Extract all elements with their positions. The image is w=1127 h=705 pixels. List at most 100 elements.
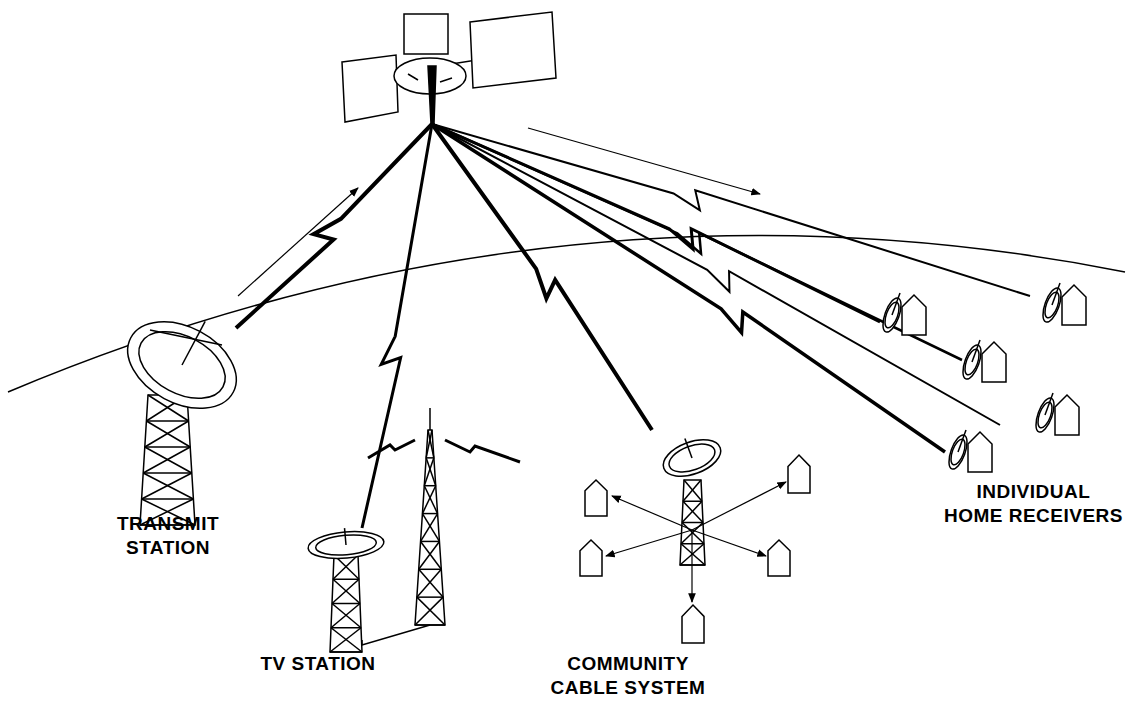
house bbox=[585, 480, 607, 516]
drawing-stroke bbox=[146, 421, 190, 447]
drawing-stroke bbox=[333, 579, 359, 581]
drawing-stroke bbox=[345, 528, 346, 545]
drawing-stroke bbox=[422, 486, 435, 514]
tv-link bbox=[362, 625, 430, 645]
drawing-stroke bbox=[415, 430, 445, 625]
drawing-stroke bbox=[684, 480, 702, 501]
feed-arm bbox=[150, 330, 222, 345]
drawing-stroke bbox=[1045, 393, 1053, 415]
broadcast-bolt bbox=[368, 440, 415, 458]
signal-beam bbox=[432, 124, 945, 452]
drawing-stroke bbox=[424, 485, 435, 487]
signal-beam bbox=[432, 124, 1030, 296]
cable-line bbox=[692, 530, 766, 556]
signal-beam bbox=[432, 124, 1000, 425]
drawing-stroke bbox=[333, 579, 360, 603]
drawing-stroke bbox=[683, 501, 703, 522]
drawing-stroke bbox=[145, 421, 189, 447]
cable-line bbox=[691, 530, 692, 602]
drawing-stroke bbox=[421, 541, 440, 543]
lattice-tower bbox=[330, 555, 362, 652]
drawing-stroke bbox=[419, 541, 440, 569]
downlink-arrow bbox=[528, 128, 760, 194]
drawing-stroke bbox=[419, 569, 442, 571]
home-dish bbox=[959, 338, 986, 382]
drawing-stroke bbox=[331, 628, 362, 652]
drawing-stroke bbox=[330, 555, 362, 652]
station-label: TV STATION bbox=[260, 652, 375, 676]
drawing-stroke bbox=[142, 473, 192, 499]
drawing-stroke bbox=[424, 486, 437, 514]
signal-beam bbox=[362, 124, 432, 528]
station-label: COMMUNITY CABLE SYSTEM bbox=[551, 652, 706, 700]
house bbox=[768, 540, 790, 576]
drawing-stroke bbox=[681, 544, 705, 565]
drawing-stroke bbox=[665, 439, 718, 478]
drawing-stroke bbox=[332, 579, 359, 603]
drawing-stroke bbox=[424, 458, 434, 486]
tv-dish bbox=[307, 525, 385, 561]
station-label: TRANSMIT STATION bbox=[117, 512, 219, 560]
drawing-stroke bbox=[683, 480, 701, 501]
house bbox=[580, 540, 602, 576]
drawing-stroke bbox=[140, 395, 195, 525]
drawing-stroke bbox=[1052, 283, 1060, 305]
drawing-stroke bbox=[330, 651, 362, 653]
drawing-stroke bbox=[145, 447, 192, 473]
drawing-stroke bbox=[113, 304, 251, 426]
drawing-stroke bbox=[422, 513, 437, 515]
drawing-stroke bbox=[426, 457, 434, 459]
signal-beam bbox=[432, 124, 652, 430]
community-dish bbox=[657, 428, 726, 483]
home-dish bbox=[945, 428, 972, 472]
drawing-stroke bbox=[958, 430, 966, 452]
drawing-stroke bbox=[417, 597, 445, 625]
drawing-stroke bbox=[682, 501, 702, 522]
drawing-stroke bbox=[145, 446, 190, 448]
drawing-stroke bbox=[331, 604, 360, 628]
drawing-stroke bbox=[419, 569, 443, 597]
drawing-stroke bbox=[332, 604, 361, 628]
tv-mast bbox=[429, 408, 431, 430]
drawing-stroke bbox=[421, 514, 438, 542]
drawing-stroke bbox=[683, 501, 702, 503]
house bbox=[1055, 395, 1079, 435]
house bbox=[682, 605, 704, 643]
drawing-stroke bbox=[685, 438, 692, 458]
drawing-stroke bbox=[332, 603, 360, 605]
drawing-stroke bbox=[143, 447, 190, 473]
receiver-label: INDIVIDUAL HOME RECEIVERS bbox=[944, 480, 1123, 528]
drawing-stroke bbox=[146, 420, 188, 422]
house bbox=[902, 295, 926, 335]
drawing-stroke bbox=[417, 596, 443, 598]
drawing-stroke bbox=[417, 569, 441, 597]
drawing-stroke bbox=[128, 318, 237, 412]
drawing-stroke bbox=[682, 522, 703, 524]
drawing-stroke bbox=[307, 529, 385, 562]
drawing-stroke bbox=[331, 627, 361, 629]
satellite bbox=[342, 12, 556, 124]
drawing-stroke bbox=[142, 498, 194, 500]
house bbox=[788, 455, 810, 493]
signal-beam bbox=[432, 124, 962, 360]
house bbox=[968, 432, 992, 472]
drawing-stroke bbox=[330, 628, 361, 652]
drawing-stroke bbox=[658, 433, 725, 484]
drawing-stroke bbox=[972, 340, 980, 362]
house bbox=[982, 342, 1006, 382]
drawing-stroke bbox=[892, 293, 900, 315]
drawing-stroke bbox=[182, 321, 205, 365]
lattice-tower bbox=[140, 395, 195, 525]
home-dish bbox=[1032, 391, 1059, 435]
cable-line bbox=[606, 530, 692, 556]
cable-line bbox=[692, 482, 786, 530]
drawing-stroke bbox=[421, 541, 442, 569]
cable-line bbox=[612, 496, 692, 530]
house bbox=[1062, 285, 1086, 325]
drawing-stroke bbox=[422, 514, 439, 542]
drawing-stroke bbox=[426, 430, 432, 458]
home-dish bbox=[879, 291, 906, 335]
lattice-tower bbox=[415, 430, 445, 625]
